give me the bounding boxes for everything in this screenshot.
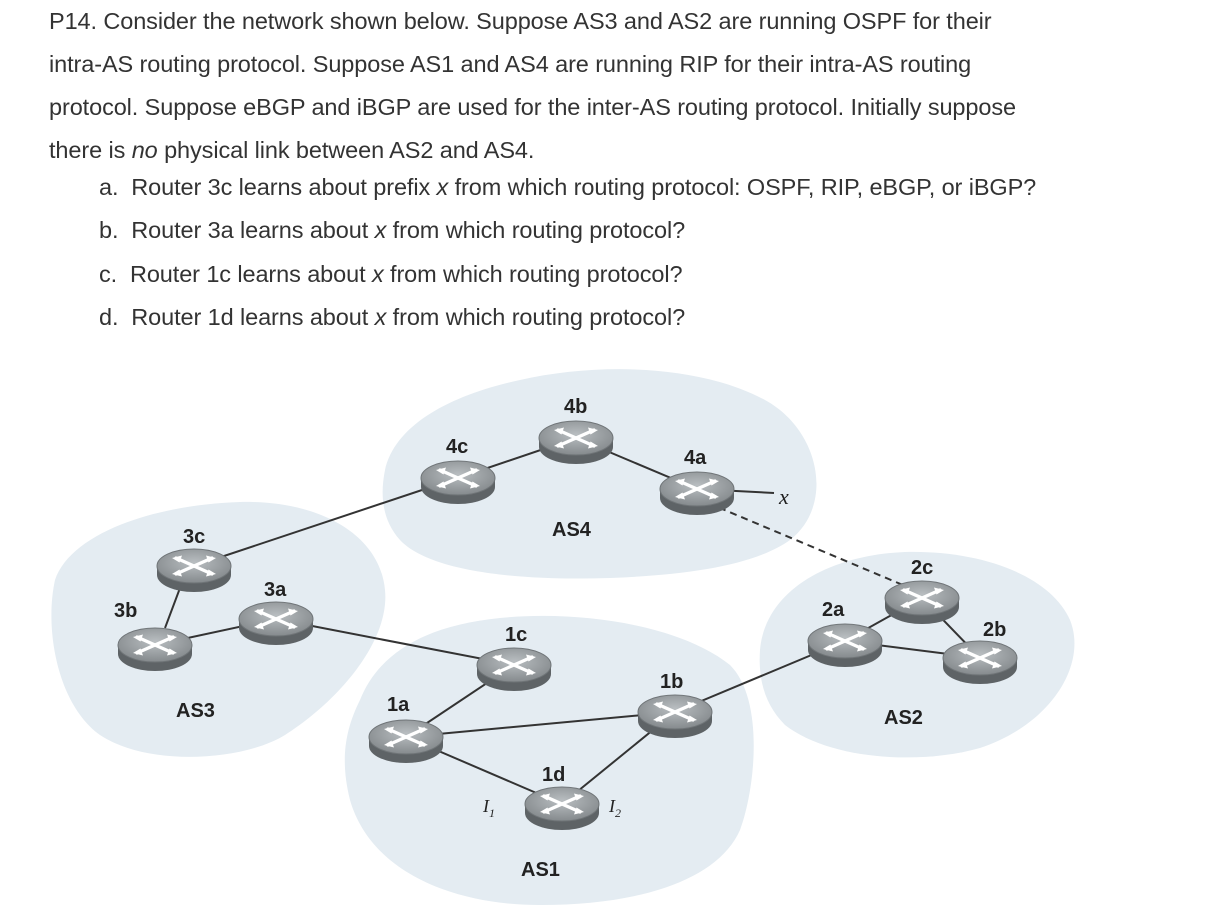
interface-i2-letter: I: [608, 796, 616, 816]
question-text: Router 1c learns about: [129, 260, 372, 287]
as2-region: [759, 551, 1075, 758]
question-var: x: [374, 217, 387, 244]
interface-i2-subscript: 2: [615, 806, 621, 820]
problem-statement: P14. Consider the network shown below. S…: [49, 0, 1199, 172]
router-label-4b: 4b: [564, 396, 587, 418]
router-icon-3b: [116, 626, 194, 673]
router-label-4c: 4c: [446, 436, 468, 458]
question-a: a. Router 3c learns about prefix x from …: [99, 166, 1036, 209]
prefix-x-label: x: [778, 484, 789, 509]
router-label-2a: 2a: [822, 599, 845, 621]
as-label-as4: AS4: [552, 519, 592, 541]
question-var: x: [371, 260, 384, 287]
interface-label-i1: I1: [482, 796, 495, 820]
problem-line-4-post: physical link between AS2 and AS4.: [157, 137, 535, 163]
router-label-2b: 2b: [983, 619, 1006, 641]
problem-line-4: there is no physical link between AS2 an…: [49, 129, 1199, 172]
router-icon-4c: [419, 459, 497, 506]
router-label-3a: 3a: [264, 579, 287, 601]
router-icon-1a: [367, 718, 445, 765]
router-label-4a: 4a: [684, 447, 707, 469]
router-icon-1c: [475, 646, 553, 693]
interface-label-i2: I2: [608, 796, 621, 820]
question-text: Router 1d learns about: [131, 303, 375, 330]
question-d: d. Router 1d learns about x from which r…: [99, 296, 1036, 339]
problem-line-4-pre: there is: [49, 137, 132, 163]
question-marker: d.: [99, 303, 119, 330]
emphasis-no: no: [131, 137, 158, 163]
question-var: x: [436, 174, 449, 200]
problem-line-1: P14. Consider the network shown below. S…: [49, 8, 992, 34]
as-label-as1: AS1: [521, 859, 560, 881]
router-label-3b: 3b: [114, 600, 137, 622]
question-text: Router 3c learns about prefix: [131, 174, 437, 200]
router-icon-3c: [155, 547, 233, 594]
question-list: a. Router 3c learns about prefix x from …: [99, 166, 1036, 339]
interface-i1-subscript: 1: [489, 806, 495, 820]
router-label-1d: 1d: [542, 764, 565, 786]
router-label-3c: 3c: [183, 526, 205, 548]
link-3c-4c: [193, 477, 459, 567]
link-1a-1b: [405, 711, 676, 738]
router-icon-1d: [523, 785, 601, 832]
router-icon-2c: [883, 579, 961, 626]
router-label-1c: 1c: [505, 624, 527, 646]
link-3a-1c: [275, 618, 515, 666]
router-icon-2a: [806, 622, 884, 669]
question-marker: b.: [99, 217, 119, 244]
problem-line-2: intra-AS routing protocol. Suppose AS1 a…: [49, 51, 972, 77]
question-marker: a.: [99, 174, 119, 200]
router-label-2c: 2c: [911, 557, 933, 579]
question-text: Router 3a learns about: [131, 217, 375, 244]
question-text: from which routing protocol?: [386, 217, 686, 244]
as3-region: [51, 501, 386, 757]
as4-region: [382, 369, 817, 579]
question-var: x: [374, 303, 387, 330]
question-text: from which routing protocol?: [386, 303, 686, 330]
question-marker: c.: [99, 260, 118, 287]
router-icon-3a: [237, 600, 315, 647]
link-4a-2c-dashed: [707, 502, 911, 589]
router-icon-4b: [537, 419, 615, 466]
question-text: from which routing protocol?: [383, 260, 683, 287]
question-c: c. Router 1c learns about x from which r…: [99, 253, 1036, 296]
problem-line-3: protocol. Suppose eBGP and iBGP are used…: [49, 94, 1016, 120]
question-b: b. Router 3a learns about x from which r…: [99, 209, 1036, 252]
as1-region: [344, 615, 754, 905]
router-icon-1b: [636, 693, 714, 740]
as-label-as2: AS2: [884, 707, 923, 729]
router-icon-2b: [941, 639, 1019, 686]
as-label-as3: AS3: [176, 700, 215, 722]
router-label-1b: 1b: [660, 671, 683, 693]
question-text: from which routing protocol: OSPF, RIP, …: [448, 174, 1037, 200]
interface-i1-letter: I: [482, 796, 490, 816]
router-icon-4a: [658, 470, 736, 517]
router-label-1a: 1a: [387, 694, 410, 716]
